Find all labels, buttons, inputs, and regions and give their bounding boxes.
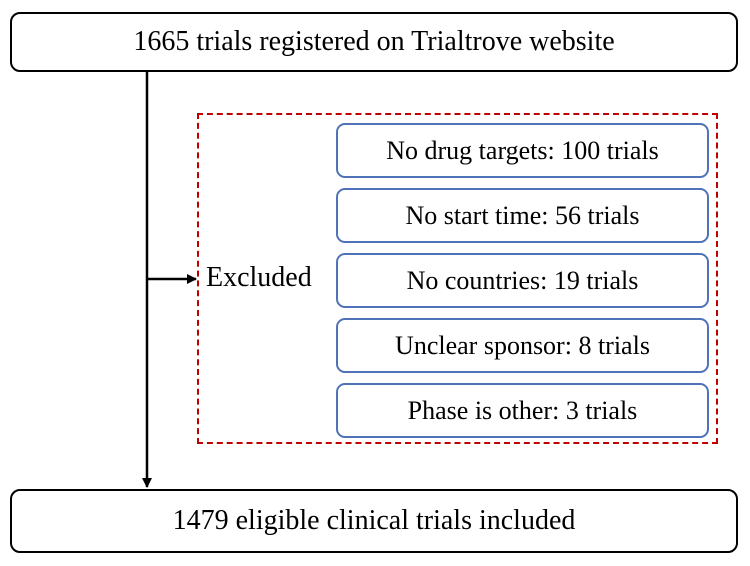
exclusion-box: Phase is other: 3 trials — [336, 383, 709, 438]
exclusion-box: Unclear sponsor: 8 trials — [336, 318, 709, 373]
exclusion-label: No countries: 19 trials — [406, 265, 639, 295]
end-box: 1479 eligible clinical trials included — [10, 489, 738, 553]
exclusion-box: No start time: 56 trials — [336, 188, 709, 243]
exclusion-box: No drug targets: 100 trials — [336, 123, 709, 178]
excluded-group-frame — [197, 113, 718, 444]
start-label: 1665 trials registered on Trialtrove web… — [133, 26, 615, 57]
end-label: 1479 eligible clinical trials included — [172, 505, 576, 536]
excluded-label: Excluded — [206, 262, 312, 293]
exclusion-label: No drug targets: 100 trials — [386, 135, 659, 165]
exclusion-box: No countries: 19 trials — [336, 253, 709, 308]
start-box: 1665 trials registered on Trialtrove web… — [10, 12, 738, 72]
exclusion-label: No start time: 56 trials — [405, 200, 640, 230]
exclusion-label: Phase is other: 3 trials — [407, 395, 638, 425]
exclusion-label: Unclear sponsor: 8 trials — [395, 330, 650, 360]
